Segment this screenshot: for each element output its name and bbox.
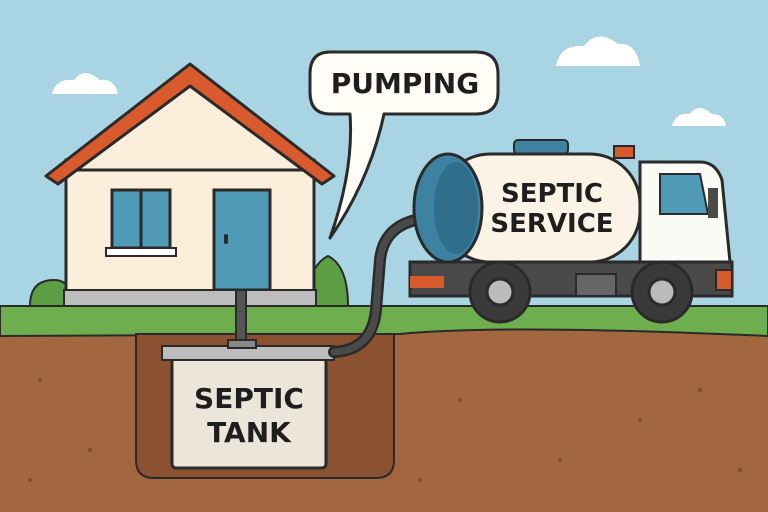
truck-tank-label-line2: SERVICE [490,209,613,239]
septic-truck: SEPTIC SERVICE [408,139,734,324]
speech-bubble-text: PUMPING [331,67,479,100]
clouds [52,36,726,126]
soil-specks [28,378,742,482]
drain-pipe [235,289,247,345]
truck-tank-label-line1: SEPTIC [501,179,603,209]
house [44,62,336,307]
roof [44,62,336,186]
door [212,188,272,292]
septic-tank-label-line2: TANK [207,416,292,449]
cab-window [659,173,710,215]
foundation [63,289,317,307]
septic-tank-label-line1: SEPTIC [194,382,304,415]
septic-tank: SEPTIC TANK [161,339,335,470]
wheels [468,260,694,324]
grass [0,305,768,338]
speech-bubble: PUMPING [308,50,500,240]
